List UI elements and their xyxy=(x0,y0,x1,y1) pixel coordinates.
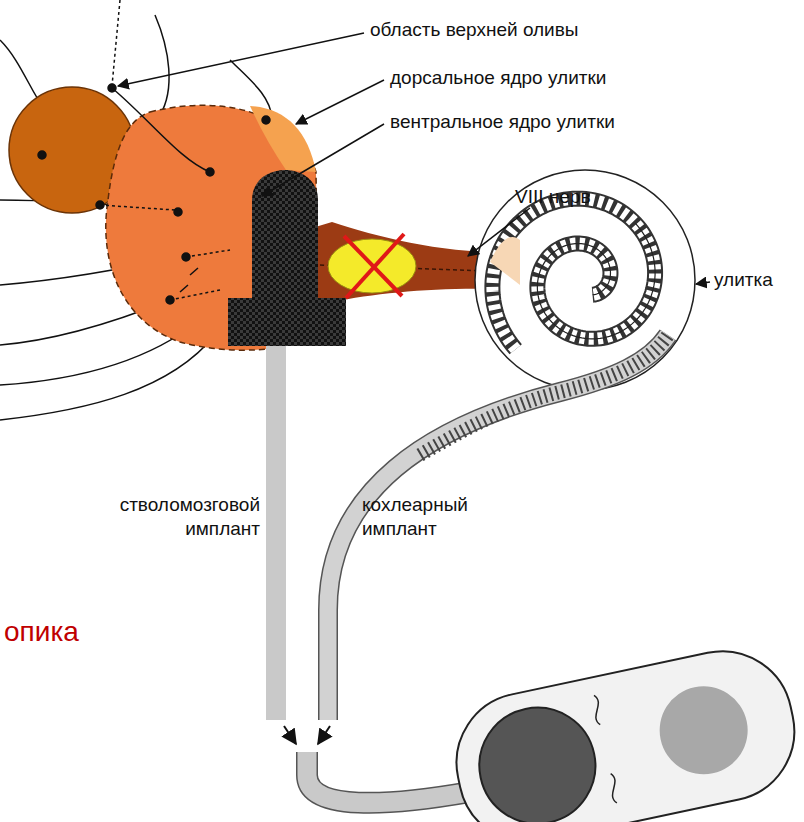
nerve-label: VIII нерв xyxy=(515,185,591,209)
region-label: область верхней оливы xyxy=(370,18,578,42)
cochlear-implant-lead xyxy=(328,335,668,720)
cable xyxy=(307,752,470,803)
implant-label: кохлеарный имплант xyxy=(362,493,492,541)
implant-label: стволомозговой имплант xyxy=(100,493,260,541)
implant-receiver xyxy=(444,638,804,822)
region-label: вентральное ядро улитки xyxy=(390,110,615,134)
caption-fragment: опика xyxy=(4,614,79,649)
cochlea-inner-line xyxy=(537,223,655,338)
dorsal-nucleus xyxy=(250,106,316,172)
leader-lines xyxy=(118,33,710,284)
region-label: дорсальное ядро улитки xyxy=(390,66,606,90)
organ-label: улитка xyxy=(714,268,773,292)
neurons xyxy=(38,84,270,304)
connector-arrows xyxy=(284,726,330,744)
cochlea-root xyxy=(490,237,520,285)
cross-mark xyxy=(344,234,404,298)
